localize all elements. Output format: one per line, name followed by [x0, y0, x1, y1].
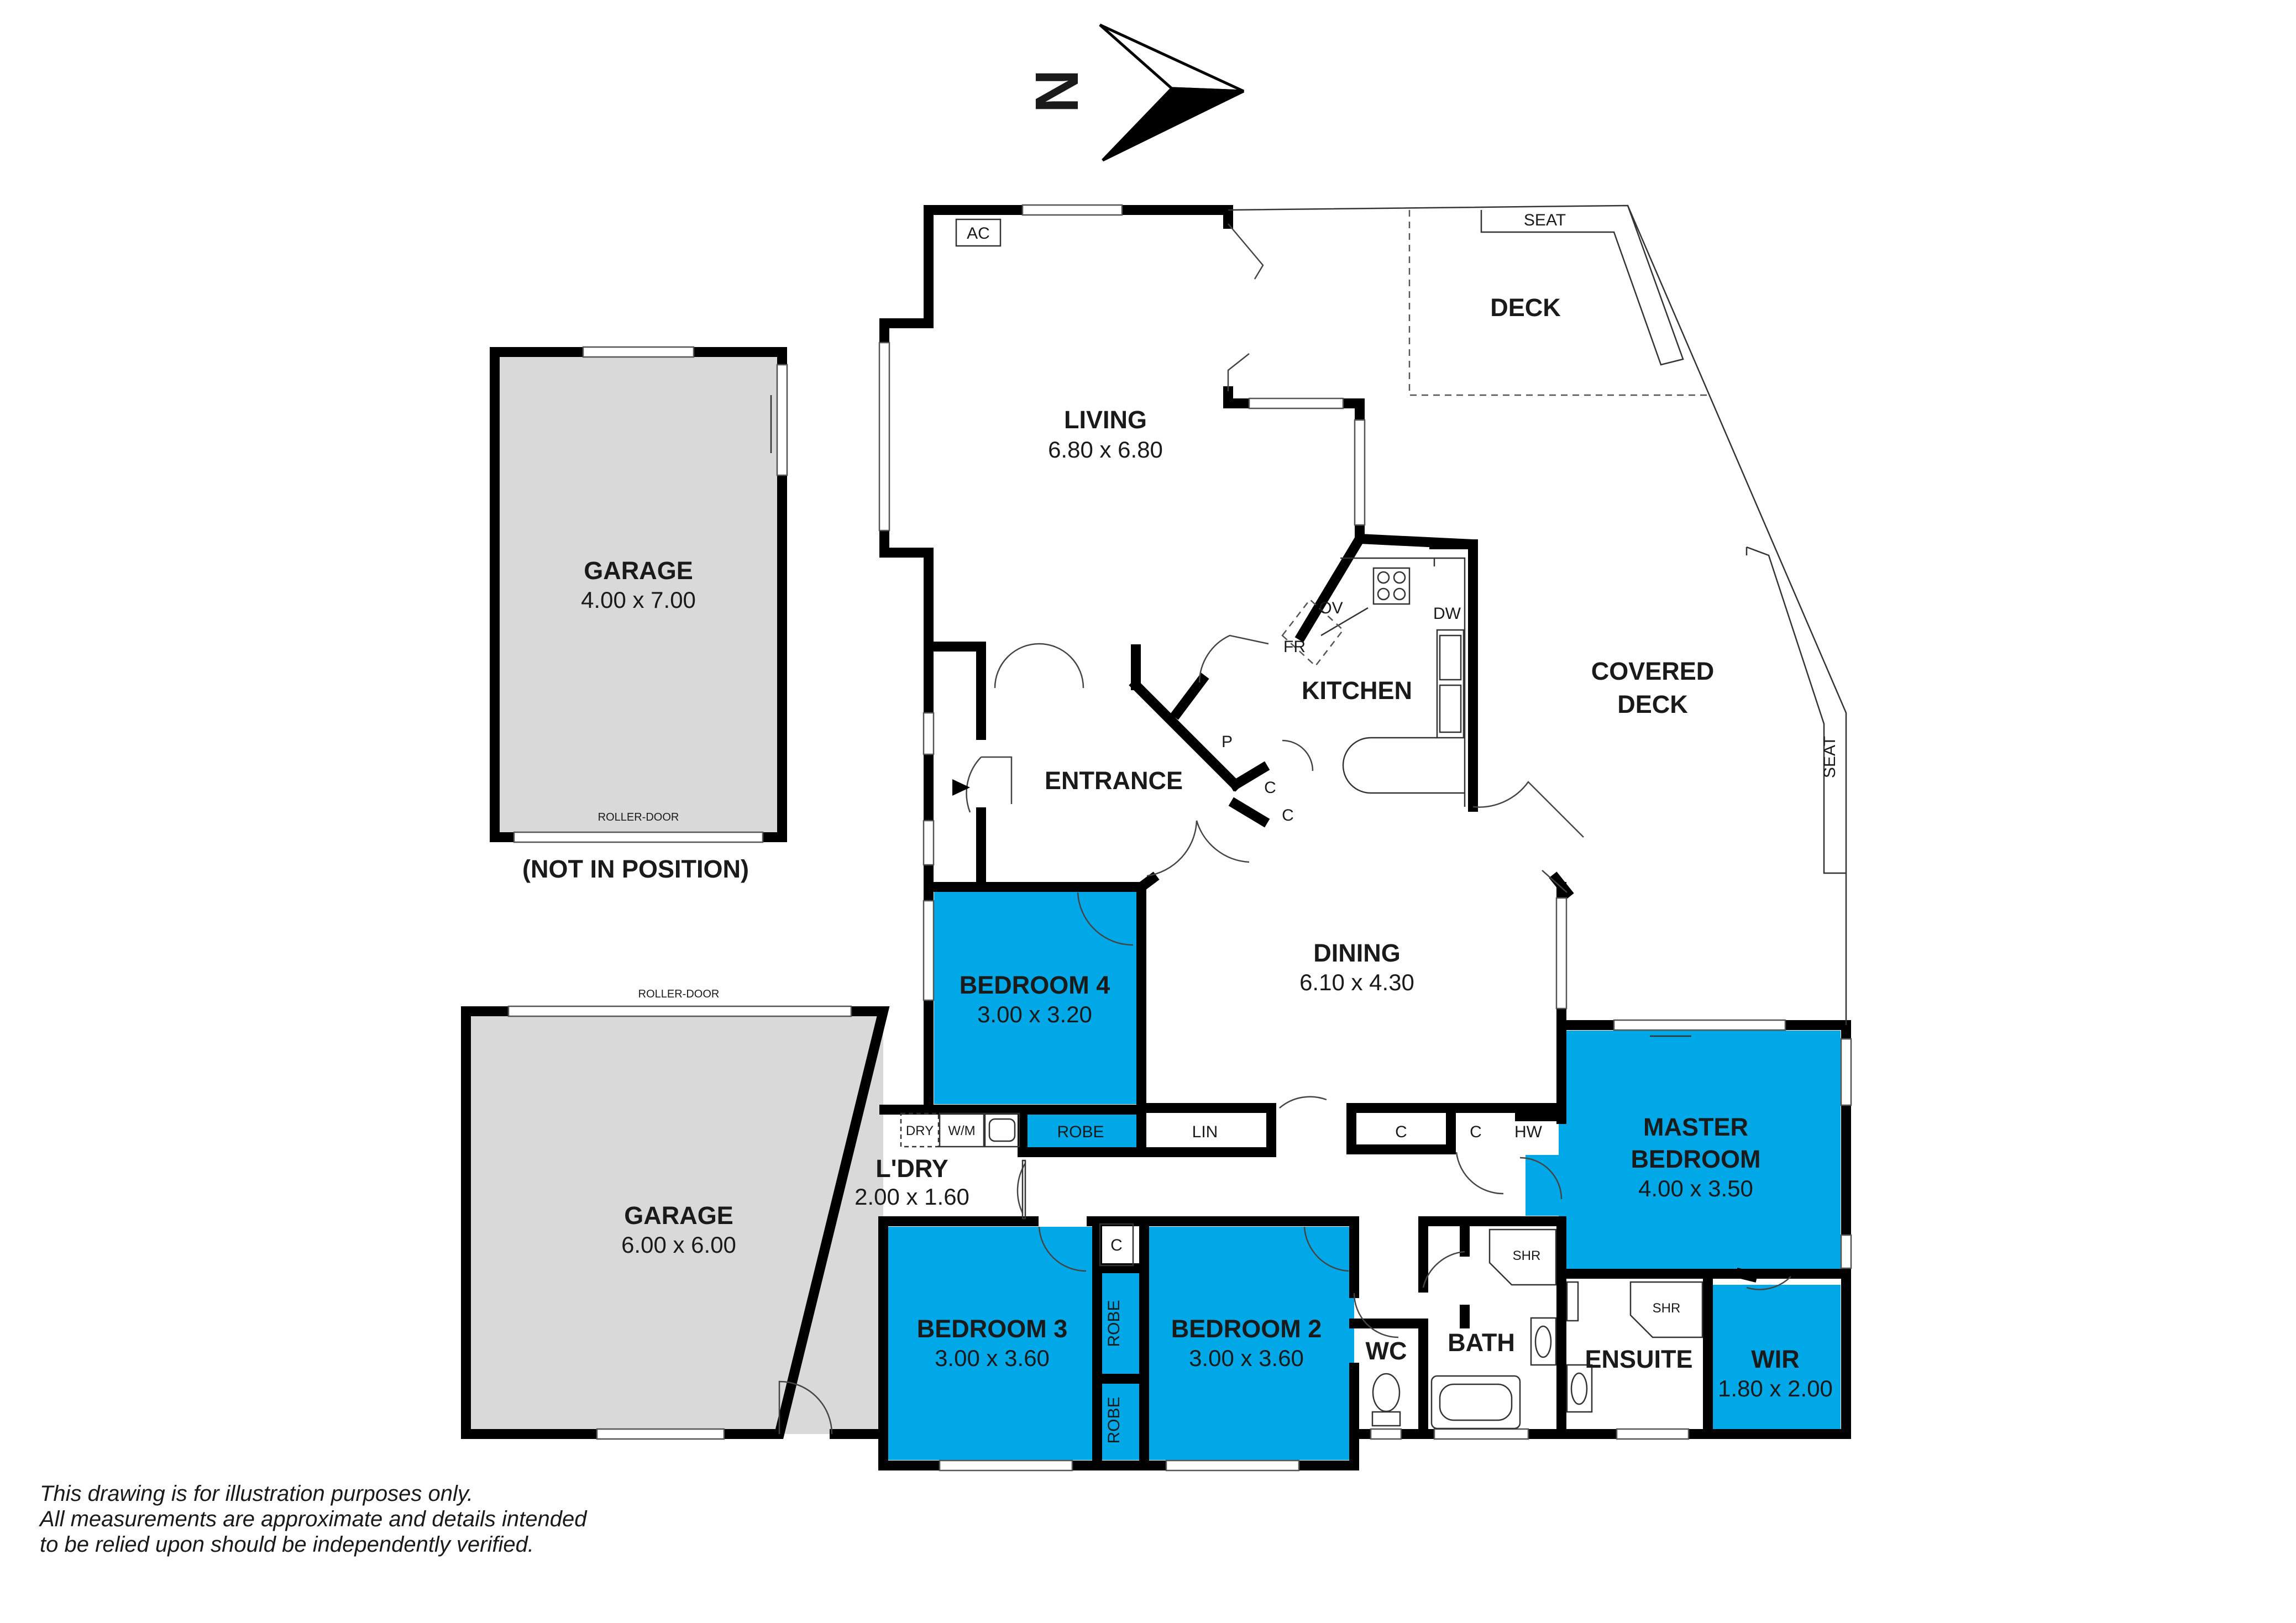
garage-main-door-label: ROLLER-DOOR — [638, 988, 720, 1000]
wc-name: WC — [1366, 1337, 1407, 1365]
disclaimer-line-1: This drawing is for illustration purpose… — [40, 1482, 474, 1506]
bedroom4-name: BEDROOM 4 — [960, 971, 1110, 999]
cupboard-hall2-label: C — [1470, 1123, 1482, 1141]
master-name-1: MASTER — [1643, 1113, 1748, 1141]
disclaimer-line-3: to be relied upon should be independentl… — [40, 1532, 534, 1557]
fridge-label: FR — [1283, 638, 1306, 656]
disclaimer-line-2: All measurements are approximate and det… — [40, 1507, 587, 1531]
master-name-2: BEDROOM — [1631, 1145, 1761, 1173]
dryer-label: DRY — [906, 1123, 934, 1138]
dining-name: DINING — [1313, 939, 1401, 967]
garage-top-door-label: ROLLER-DOOR — [598, 811, 679, 823]
dining-dims: 6.10 x 4.30 — [1299, 969, 1414, 995]
linen-label: LIN — [1192, 1123, 1218, 1141]
entrance-name: ENTRANCE — [1045, 766, 1183, 795]
dishwasher-label: DW — [1433, 605, 1461, 623]
bedroom2-fill — [1144, 1227, 1354, 1460]
ensuite-name: ENSUITE — [1585, 1345, 1692, 1373]
garage-main-name: GARAGE — [624, 1201, 733, 1230]
deck-name: DECK — [1490, 293, 1561, 322]
seat-side-label: SEAT — [1821, 736, 1839, 778]
wir-fill — [1711, 1285, 1841, 1430]
laundry-dims: 2.00 x 1.60 — [855, 1184, 969, 1210]
bedroom3-dims: 3.00 x 3.60 — [935, 1345, 1050, 1371]
wir-dims: 1.80 x 2.00 — [1718, 1375, 1833, 1401]
shower-bath-label: SHR — [1513, 1248, 1541, 1263]
north-compass-icon: N — [1023, 23, 1245, 162]
seat-top-label: SEAT — [1524, 211, 1566, 229]
deck-outline — [1228, 204, 1847, 1025]
covered-deck-name-2: DECK — [1617, 690, 1688, 718]
master-dims: 4.00 x 3.50 — [1638, 1175, 1753, 1201]
cupboard-kitchen2-label: C — [1282, 806, 1294, 824]
disclaimer: This drawing is for illustration purpose… — [40, 1481, 586, 1557]
garage-top-dims: 4.00 x 7.00 — [581, 587, 696, 613]
washing-machine-label: W/M — [948, 1123, 975, 1138]
kitchen-name: KITCHEN — [1302, 676, 1412, 705]
covered-deck-name-1: COVERED — [1591, 657, 1715, 685]
bath-name: BATH — [1448, 1328, 1515, 1357]
living-name: LIVING — [1064, 406, 1147, 434]
garage-detached — [490, 346, 788, 843]
garage-attached — [461, 1005, 890, 1440]
compass-label: N — [1023, 69, 1091, 113]
robe-b3-label: ROBE — [1105, 1300, 1123, 1347]
robe-b3-fill — [1097, 1268, 1141, 1379]
robe-b2-fill — [1097, 1379, 1141, 1460]
cupboard-kitchen-label: C — [1264, 779, 1276, 797]
shower-ensuite-label: SHR — [1653, 1301, 1681, 1316]
robe-b4-label: ROBE — [1057, 1123, 1104, 1141]
bedroom4-dims: 3.00 x 3.20 — [977, 1001, 1092, 1027]
windows — [878, 204, 1852, 1472]
laundry-name: L'DRY — [876, 1154, 948, 1183]
hot-water-label: HW — [1514, 1123, 1543, 1141]
pantry-label: P — [1222, 733, 1233, 751]
laundry-fixtures — [900, 1112, 1026, 1220]
living-dims: 6.80 x 6.80 — [1048, 437, 1163, 463]
entry-arrow-icon — [952, 779, 970, 796]
ac-label: AC — [967, 224, 990, 243]
robe-b2-label: ROBE — [1105, 1396, 1123, 1443]
bedroom3-fill — [884, 1227, 1097, 1460]
bedroom4-fill — [934, 890, 1139, 1104]
oven-label: OV — [1319, 599, 1343, 617]
garage-top-note: (NOT IN POSITION) — [522, 855, 749, 883]
bedroom2-name: BEDROOM 2 — [1171, 1315, 1322, 1343]
doors — [966, 223, 1791, 1338]
cupboard-b3-label: C — [1110, 1236, 1123, 1254]
bedroom3-name: BEDROOM 3 — [917, 1315, 1068, 1343]
garage-main-dims: 6.00 x 6.00 — [621, 1232, 736, 1258]
garage-top-name: GARAGE — [584, 556, 693, 585]
cupboard-hall-label: C — [1395, 1123, 1407, 1141]
kitchen-fixtures — [1281, 557, 1466, 807]
wir-name: WIR — [1751, 1345, 1799, 1373]
bedroom2-dims: 3.00 x 3.60 — [1189, 1345, 1304, 1371]
house-walls — [878, 205, 1851, 1470]
master-fill — [1559, 1031, 1841, 1274]
master-entry-fill — [1526, 1155, 1561, 1216]
bathroom-fixtures — [1371, 1228, 1703, 1430]
